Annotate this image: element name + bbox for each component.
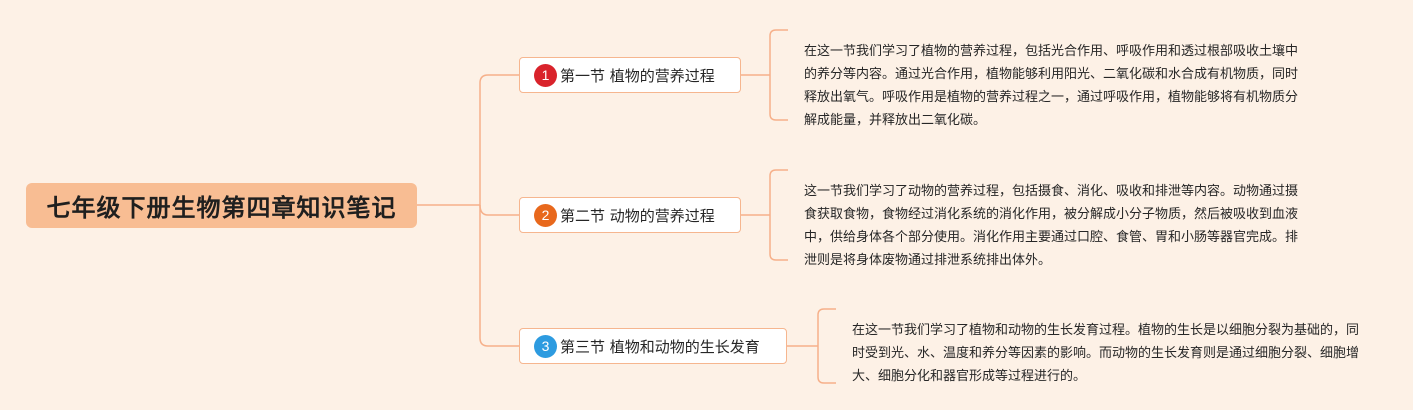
section-label-2: 第二节 动物的营养过程 xyxy=(560,206,715,225)
section-node-1[interactable]: 1 第一节 植物的营养过程 xyxy=(519,57,741,93)
central-topic-label: 七年级下册生物第四章知识笔记 xyxy=(46,194,397,222)
section-label-1: 第一节 植物的营养过程 xyxy=(560,66,715,85)
bracket-desc-1 xyxy=(769,29,788,121)
bracket-desc-2 xyxy=(769,169,788,261)
section-description-2: 这一节我们学习了动物的营养过程，包括摄食、消化、吸收和排泄等内容。动物通过摄食获… xyxy=(804,184,1299,268)
central-topic[interactable]: 七年级下册生物第四章知识笔记 xyxy=(26,183,417,228)
connector-section-2 xyxy=(479,204,519,216)
connector-section-3 xyxy=(479,205,519,347)
section-node-3[interactable]: 3 第三节 植物和动物的生长发育 xyxy=(519,328,787,364)
section-description-3: 在这一节我们学习了植物和动物的生长发育过程。植物的生长是以细胞分裂为基础的，同时… xyxy=(852,323,1360,384)
bracket-desc-3 xyxy=(817,308,836,384)
number-badge-2: 2 xyxy=(534,203,557,227)
number-badge-3: 3 xyxy=(534,334,557,358)
section-label-3: 第三节 植物和动物的生长发育 xyxy=(560,337,760,356)
section-node-2[interactable]: 2 第二节 动物的营养过程 xyxy=(519,197,741,233)
number-badge-1: 1 xyxy=(534,63,557,87)
connector-section-1 xyxy=(479,74,519,205)
section-description-1: 在这一节我们学习了植物的营养过程，包括光合作用、呼吸作用和透过根部吸收土壤中的养… xyxy=(804,44,1299,128)
